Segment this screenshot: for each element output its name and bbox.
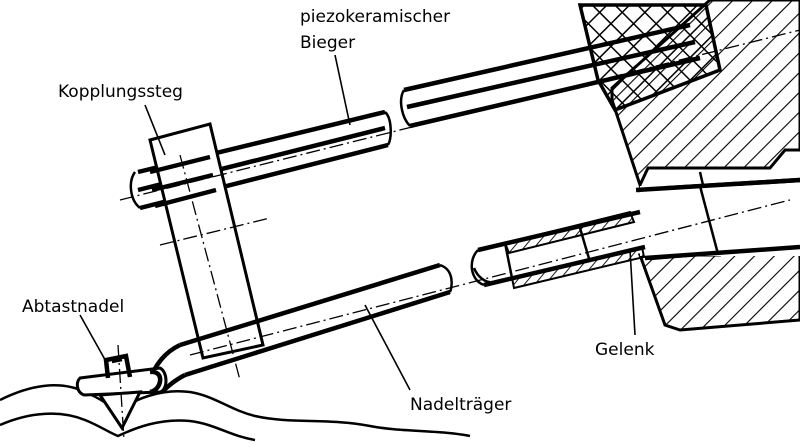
record-groove-lower — [0, 412, 256, 442]
leader-lines — [79, 54, 636, 391]
clamp-block — [577, 3, 723, 113]
label-needle-carrier: Nadelträger — [410, 395, 511, 415]
joint-sleeve — [503, 210, 646, 290]
centre-lines — [117, 29, 800, 441]
housing-bore — [635, 171, 800, 261]
stylus — [75, 353, 168, 431]
label-coupling: Kopplungssteg — [58, 82, 183, 102]
label-bender-line2: Bieger — [300, 33, 355, 53]
label-joint: Gelenk — [595, 340, 655, 360]
label-bender-line1: piezokeramischer — [300, 7, 450, 27]
record-groove-upper — [0, 384, 471, 438]
coupling-web — [148, 122, 265, 360]
label-stylus: Abtastnadel — [22, 297, 124, 317]
